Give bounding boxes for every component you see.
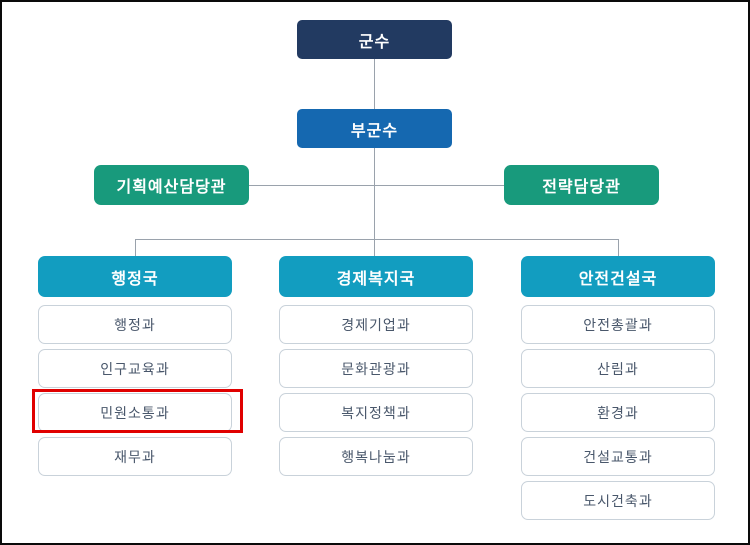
connector-staff-horizontal bbox=[249, 185, 504, 186]
department-box-highlighted[interactable]: 민원소통과 bbox=[38, 393, 232, 432]
bureau-header-economy-welfare[interactable]: 경제복지국 bbox=[279, 256, 473, 297]
bureau-column-3: 안전건설국 안전총괄과 산림과 환경과 건설교통과 도시건축과 bbox=[521, 256, 715, 520]
vice-governor-node[interactable]: 부군수 bbox=[297, 109, 452, 148]
department-list: 안전총괄과 산림과 환경과 건설교통과 도시건축과 bbox=[521, 305, 715, 520]
department-box[interactable]: 복지정책과 bbox=[279, 393, 473, 432]
connector-bureau-horizontal bbox=[135, 239, 618, 240]
department-box[interactable]: 행복나눔과 bbox=[279, 437, 473, 476]
connector-stub-bureau-3 bbox=[618, 239, 619, 256]
bureau-header-safety-construction[interactable]: 안전건설국 bbox=[521, 256, 715, 297]
connector-stub-bureau-1 bbox=[135, 239, 136, 256]
department-box[interactable]: 산림과 bbox=[521, 349, 715, 388]
strategy-officer-node[interactable]: 전략담당관 bbox=[504, 165, 659, 205]
department-box[interactable]: 안전총괄과 bbox=[521, 305, 715, 344]
connector-deputy-trunk bbox=[374, 148, 375, 256]
county-governor-node[interactable]: 군수 bbox=[297, 20, 452, 59]
planning-budget-officer-node[interactable]: 기획예산담당관 bbox=[94, 165, 249, 205]
department-box[interactable]: 건설교통과 bbox=[521, 437, 715, 476]
department-box[interactable]: 문화관광과 bbox=[279, 349, 473, 388]
department-list: 경제기업과 문화관광과 복지정책과 행복나눔과 bbox=[279, 305, 473, 476]
connector-governor-deputy bbox=[374, 59, 375, 109]
department-box[interactable]: 인구교육과 bbox=[38, 349, 232, 388]
bureau-column-2: 경제복지국 경제기업과 문화관광과 복지정책과 행복나눔과 bbox=[279, 256, 473, 476]
department-box[interactable]: 행정과 bbox=[38, 305, 232, 344]
bureau-header-administration[interactable]: 행정국 bbox=[38, 256, 232, 297]
department-box[interactable]: 재무과 bbox=[38, 437, 232, 476]
bureau-column-1: 행정국 행정과 인구교육과 민원소통과 재무과 bbox=[38, 256, 232, 476]
department-box[interactable]: 경제기업과 bbox=[279, 305, 473, 344]
department-box[interactable]: 도시건축과 bbox=[521, 481, 715, 520]
department-box[interactable]: 환경과 bbox=[521, 393, 715, 432]
department-list: 행정과 인구교육과 민원소통과 재무과 bbox=[38, 305, 232, 476]
